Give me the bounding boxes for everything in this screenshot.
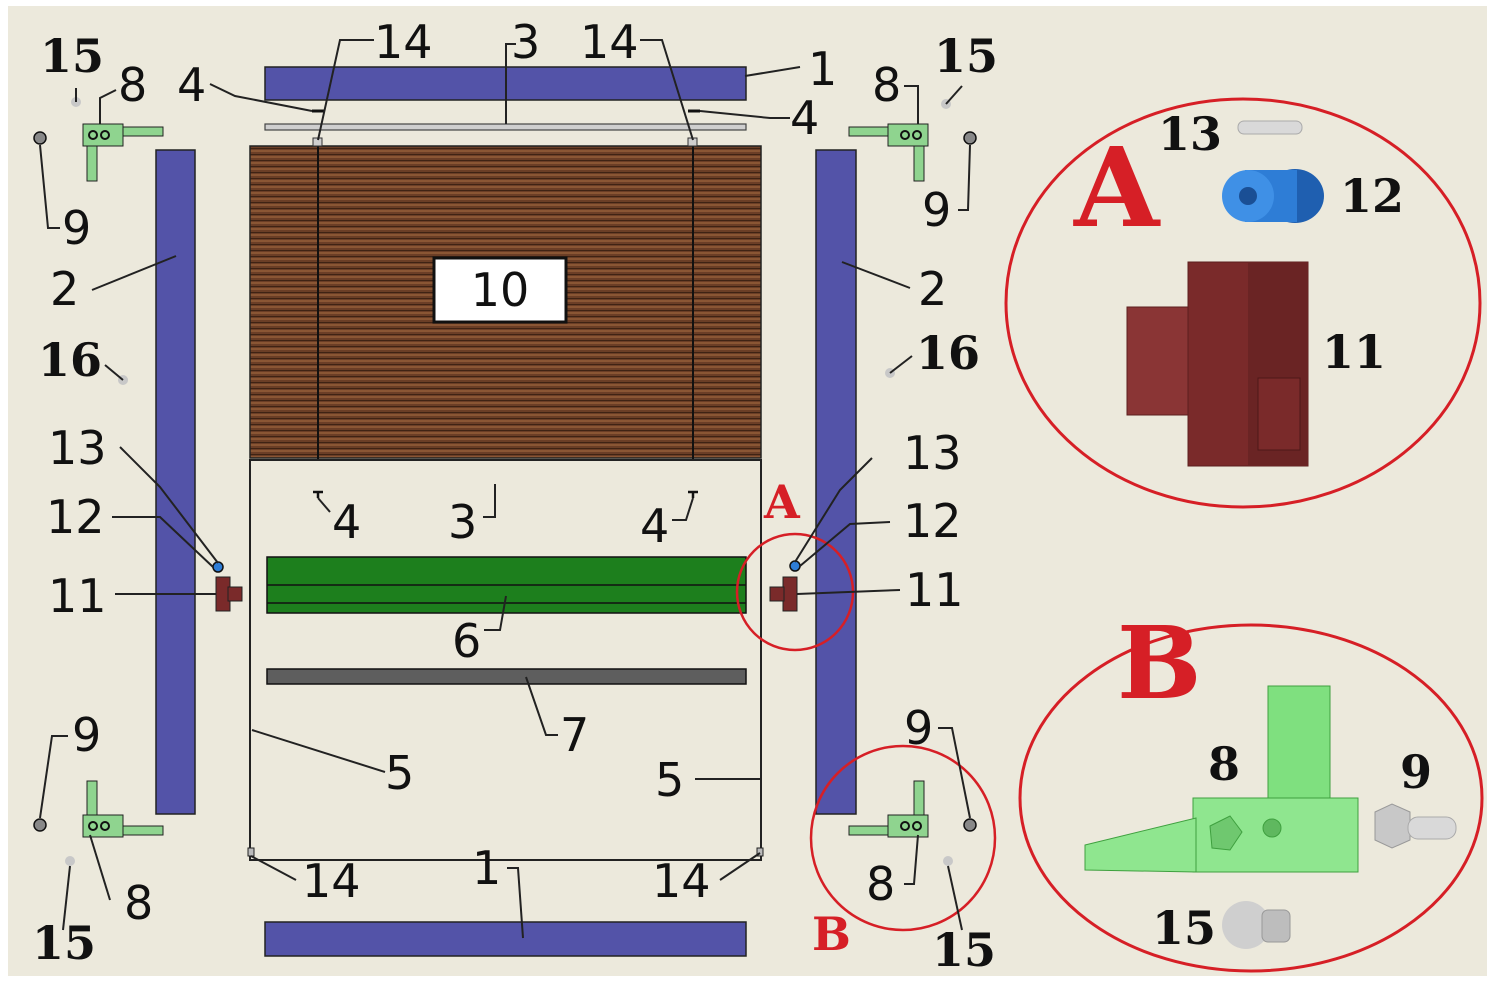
corner-bracket-bottom-left [82, 780, 164, 838]
part-10-label: 10 [471, 263, 530, 317]
bottom-frame-bar [264, 921, 747, 957]
detail-bushing-12 [1222, 169, 1324, 223]
top-rail [264, 123, 747, 131]
label-9-top-right: 9 [922, 183, 951, 237]
detail-label-12: 12 [1340, 169, 1404, 223]
label-1-bottom: 1 [472, 841, 501, 895]
label-14-top-left: 14 [374, 15, 433, 69]
label-2-right: 2 [918, 262, 947, 316]
left-side-frame-bar [155, 149, 196, 815]
part-10-label-box [432, 256, 568, 324]
label-8-top-left: 8 [118, 58, 147, 112]
detail-a-letter: A [1073, 123, 1161, 252]
screw-top-right [963, 131, 977, 145]
label-12-right: 12 [903, 494, 962, 548]
detail-handle-11 [1126, 261, 1309, 467]
label-15-top-left: 15 [40, 29, 104, 83]
detail-label-8: 8 [1208, 737, 1240, 791]
screw-bottom-left [33, 818, 47, 832]
label-6: 6 [452, 614, 481, 668]
detail-bracket-8 [1084, 685, 1359, 873]
label-5-left: 5 [385, 746, 414, 800]
blind-slats [249, 145, 762, 459]
bushing-left [212, 561, 224, 573]
detail-label-15: 15 [1152, 901, 1216, 955]
label-13-left: 13 [48, 421, 107, 475]
label-8-top-right: 8 [872, 58, 901, 112]
handle-left [215, 576, 243, 612]
label-11-right: 11 [905, 563, 964, 617]
label-15-top-right: 15 [934, 29, 998, 83]
leader-lines [39, 39, 971, 939]
detail-pin-13 [1237, 120, 1303, 135]
hook-4-left [313, 490, 323, 498]
label-5-right: 5 [655, 753, 684, 807]
detail-label-9: 9 [1400, 745, 1432, 799]
corner-bracket-top-right [848, 123, 929, 182]
corner-bracket-top-left [82, 123, 164, 182]
detail-b-letter: B [1117, 604, 1202, 722]
screw-bottom-right [963, 818, 977, 832]
detail-screw-9 [1374, 803, 1457, 849]
detail-label-13: 13 [1158, 107, 1222, 161]
label-4-mid-left: 4 [332, 495, 361, 549]
label-16-right: 16 [916, 326, 980, 380]
label-15-bottom-right: 15 [932, 923, 996, 977]
label-12-left: 12 [46, 490, 105, 544]
label-9-bottom-right: 9 [904, 701, 933, 755]
screw-top-left [33, 131, 47, 145]
label-15-bottom-left: 15 [32, 916, 96, 970]
label-8-bottom-left: 8 [124, 876, 153, 930]
label-13-right: 13 [903, 426, 962, 480]
label-9-top-left: 9 [62, 201, 91, 255]
label-7: 7 [560, 708, 589, 762]
label-16-left: 16 [38, 333, 102, 387]
weight-bar [266, 668, 747, 685]
label-8-bottom-right: 8 [866, 857, 895, 911]
callout-b-letter-small: B [812, 907, 851, 961]
label-2-left: 2 [50, 262, 79, 316]
label-14-bottom-left: 14 [302, 854, 361, 908]
label-14-bottom-right: 14 [652, 854, 711, 908]
cap-15-bottom-left [65, 856, 75, 866]
detail-a-circle [1004, 97, 1482, 509]
label-4-top-left: 4 [177, 58, 206, 112]
cord-anchor-right [756, 847, 764, 857]
callout-b-circle-small [809, 744, 997, 932]
lower-panel [249, 459, 762, 861]
label-3-middle: 3 [448, 495, 477, 549]
cap-15-bottom-right [943, 856, 953, 866]
label-4-top-right: 4 [790, 91, 819, 145]
bushing-right [789, 560, 801, 572]
detail-b-circle [1018, 623, 1484, 973]
label-14-top-right: 14 [580, 15, 639, 69]
callout-a-letter-small: A [763, 475, 801, 529]
label-1-top: 1 [808, 42, 837, 96]
label-3-top: 3 [511, 15, 540, 69]
detail-cap-15 [1222, 901, 1291, 949]
cord-anchor-left [247, 847, 255, 857]
label-9-bottom-left: 9 [72, 708, 101, 762]
detail-label-11: 11 [1322, 325, 1386, 379]
hook-4-right [688, 490, 698, 498]
corner-bracket-bottom-right [848, 780, 929, 838]
label-11-left: 11 [48, 569, 107, 623]
right-side-frame-bar [815, 149, 857, 815]
label-4-mid-right: 4 [640, 499, 669, 553]
